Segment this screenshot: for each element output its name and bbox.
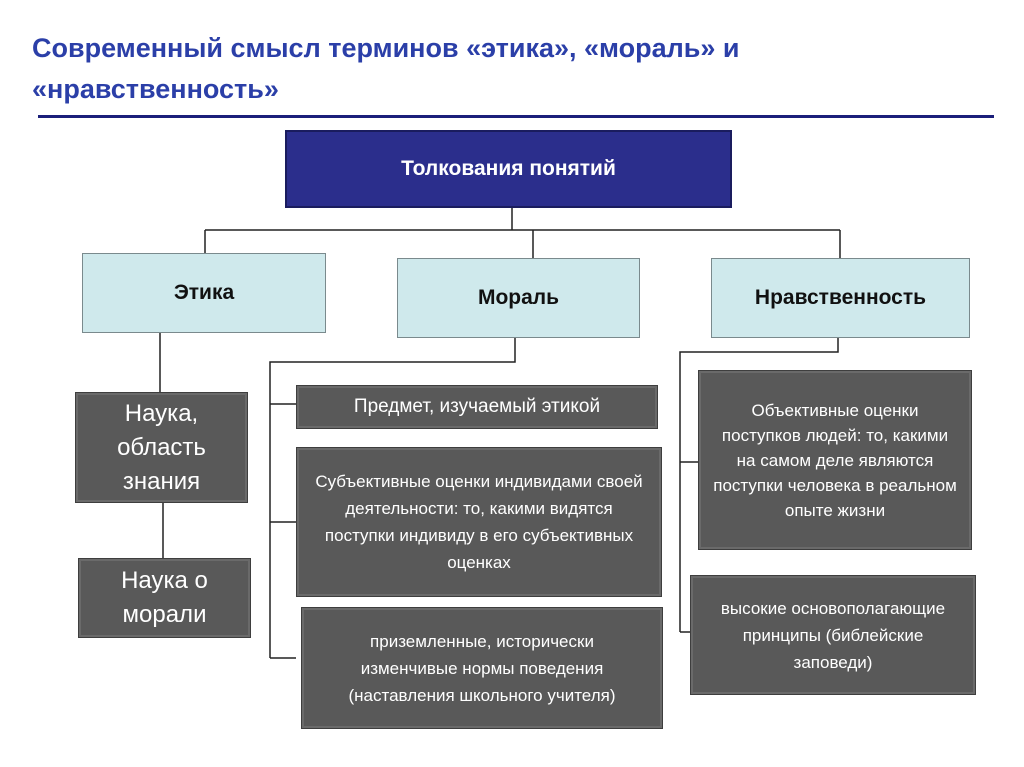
category-morality: Мораль [397, 258, 640, 338]
category-morals: Нравственность [711, 258, 970, 338]
root-label: Толкования понятий [401, 157, 616, 180]
root-box: Толкования понятий [285, 130, 732, 208]
morals-connector [679, 338, 839, 633]
morality-item-norms: приземленные, исторически изменчивые нор… [301, 607, 663, 729]
morals-item-objective: Объективные оценки поступков людей: то, … [698, 370, 972, 550]
root-connector [204, 208, 841, 258]
title-divider [38, 115, 994, 118]
ethics-connector [159, 333, 164, 558]
category-morality-label: Мораль [477, 286, 560, 309]
morals-item-principles: высокие основополагающие принципы (библе… [690, 575, 976, 695]
page-title: Современный смысл терминов «этика», «мор… [32, 33, 740, 104]
morality-item-subjective: Субъективные оценки индивидами своей дея… [296, 447, 662, 597]
ethics-item-science-of-morals: Наука о морали [78, 558, 251, 638]
ethics-item-science: Наука, область знания [75, 392, 248, 503]
category-morals-label: Нравственность [754, 286, 927, 309]
morality-item-subject: Предмет, изучаемый этикой [296, 385, 658, 429]
category-ethics-label: Этика [173, 281, 235, 304]
morality-connector [269, 338, 516, 659]
category-ethics: Этика [82, 253, 326, 333]
